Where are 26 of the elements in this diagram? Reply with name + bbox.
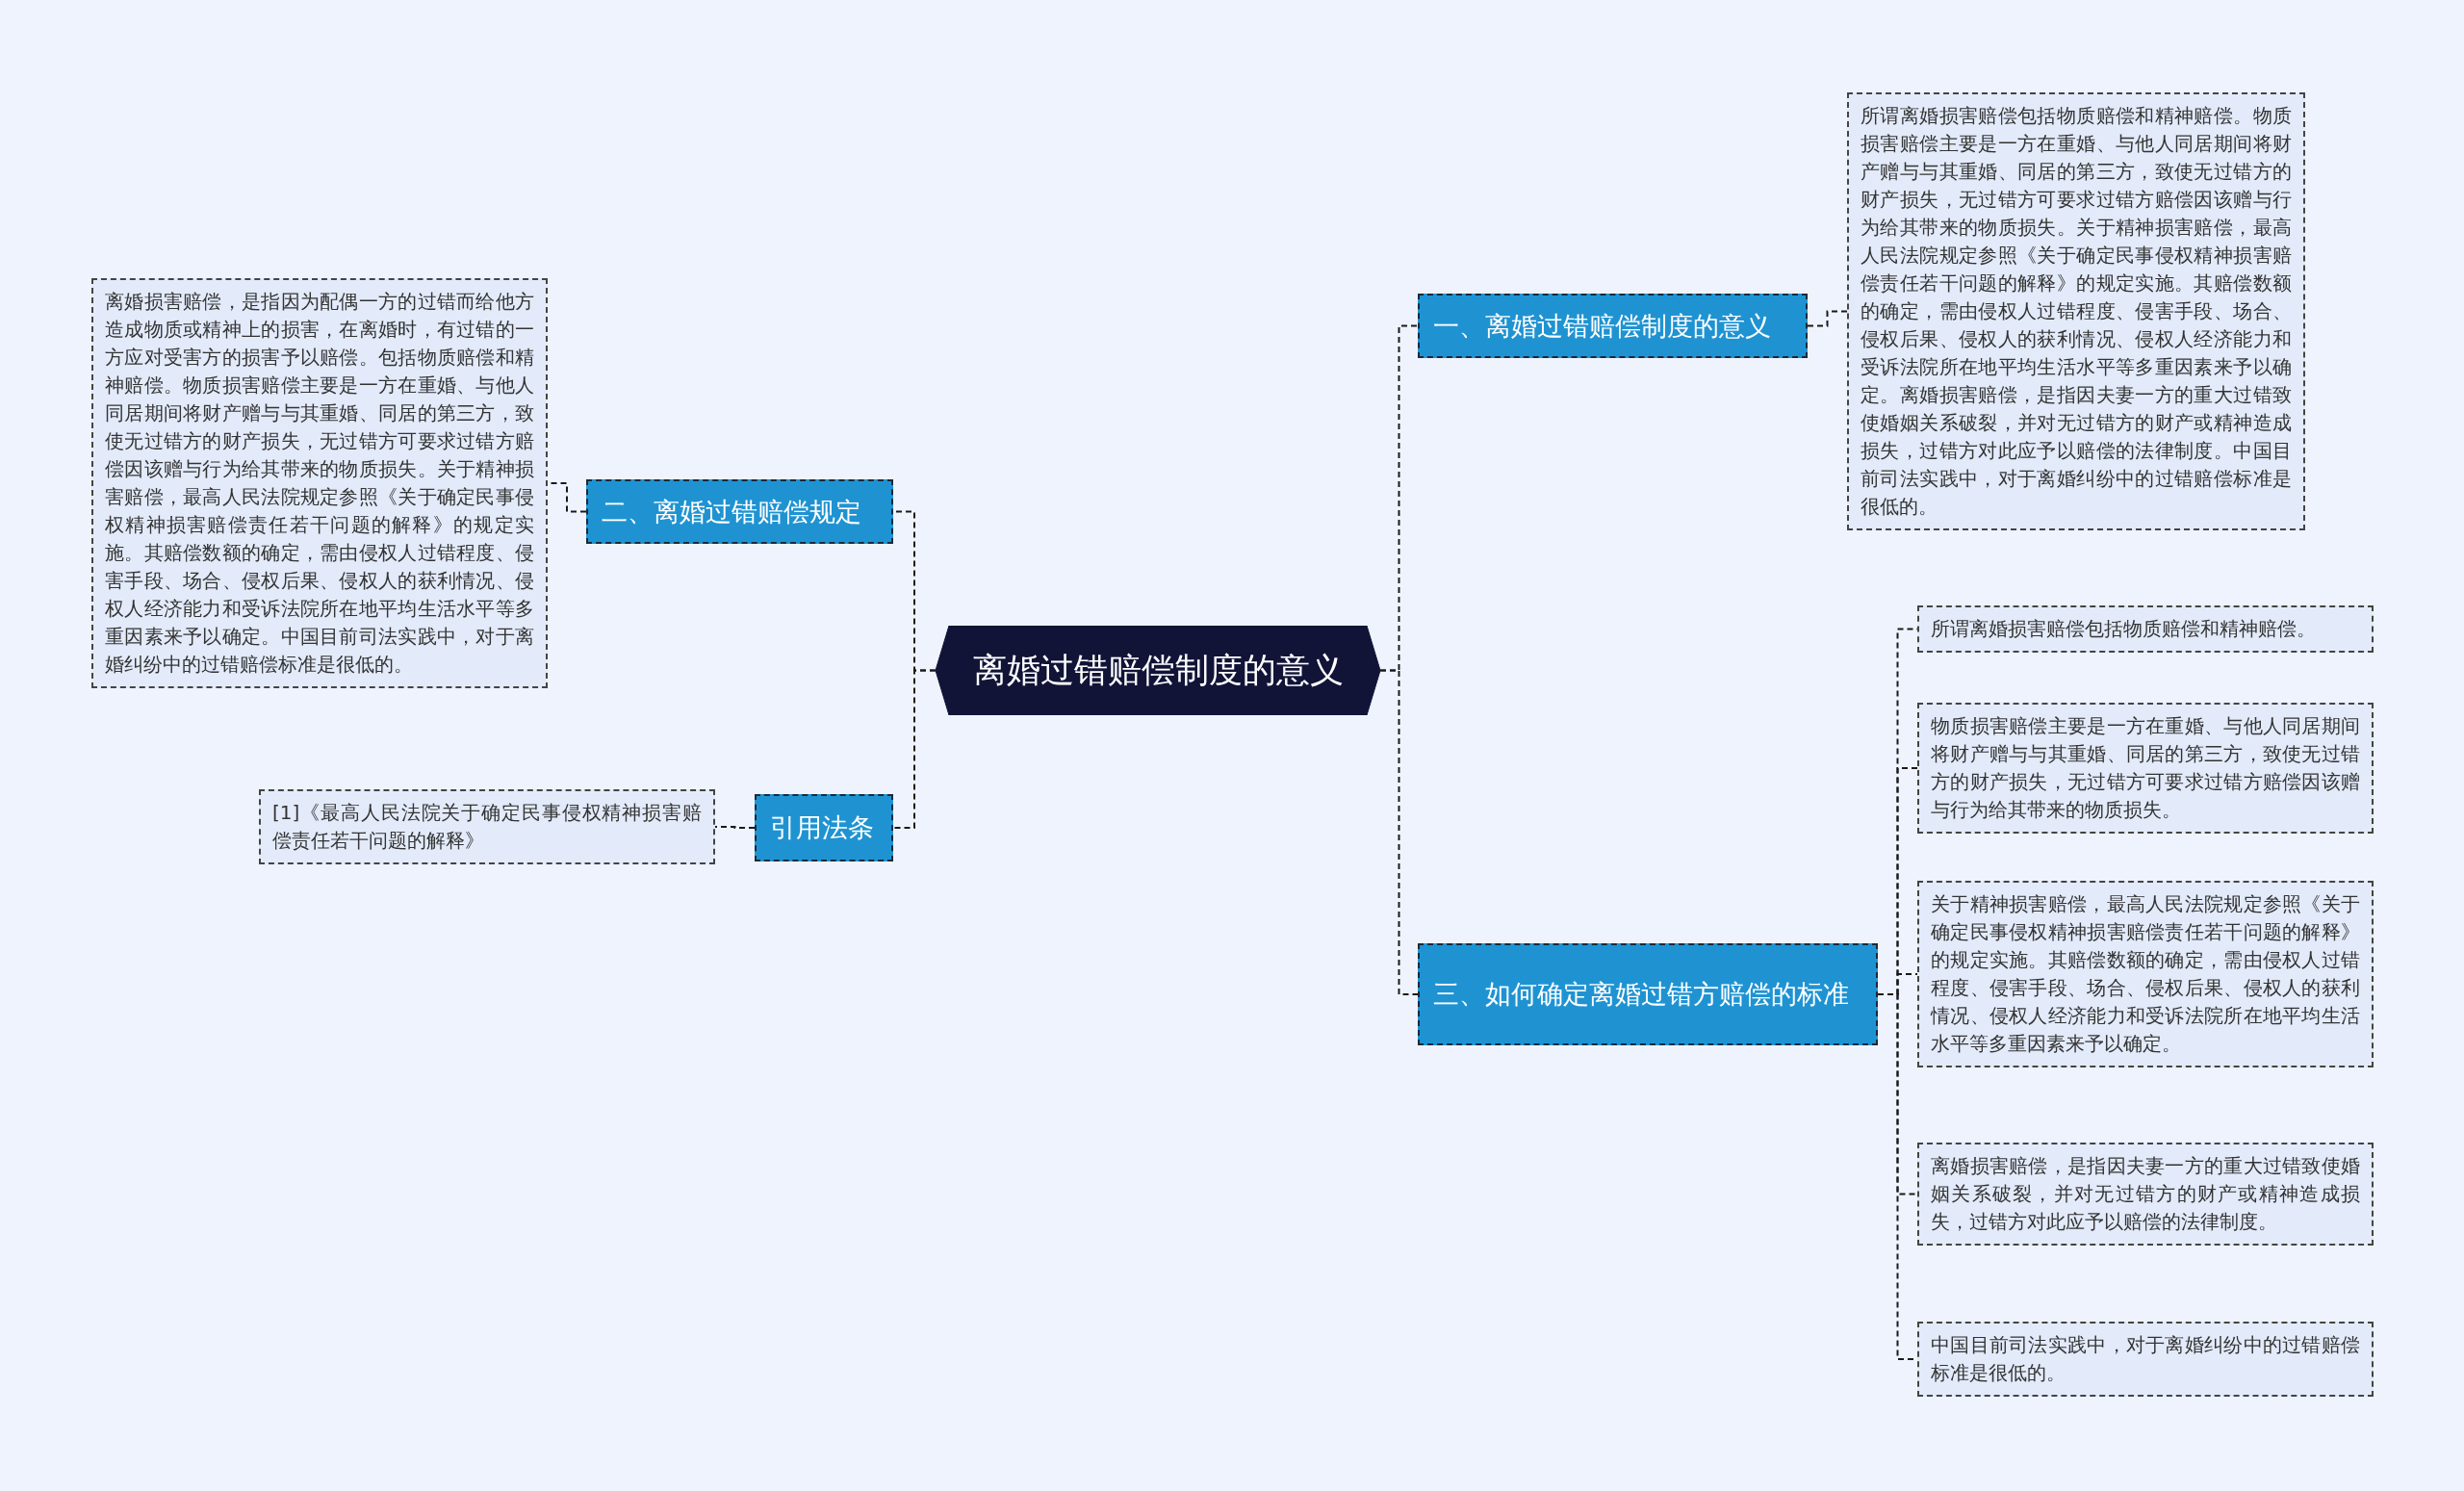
note-text: 关于精神损害赔偿，最高人民法院规定参照《关于确定民事侵权精神损害赔偿责任若干问题的解释》的规定实施。其赔偿数额的确定，需由侵权人过错程度、侵害手段、场合、侵权后果、侵权人的获利情况、侵权人经济能力和受诉法院所在地平均生活水平等多重因素来予以确定。: [1931, 891, 2360, 1057]
note-box: [1917, 1322, 2374, 1397]
topic-box: [1418, 294, 1808, 358]
note-text: [1]《最高人民法院关于确定民事侵权精神损害赔偿责任若干问题的解释》: [272, 800, 702, 854]
topic-label: 一、离婚过错赔偿制度的意义: [1433, 309, 1771, 343]
note-box: [1917, 703, 2374, 834]
topic-label: 三、如何确定离婚过错方赔偿的标准: [1433, 978, 1849, 1011]
topic-box: [755, 794, 893, 861]
note-box: [1917, 605, 2374, 653]
note-text: 所谓离婚损害赔偿包括物质赔偿和精神赔偿。: [1931, 616, 2317, 642]
note-box: [1917, 881, 2374, 1067]
note-text: 离婚损害赔偿，是指因为配偶一方的过错而给他方造成物质或精神上的损害，在离婚时，有过错的一方应对受害方的损害予以赔偿。包括物质赔偿和精神赔偿。物质损害赔偿主要是一方在重婚、与他人同居期间将财产赠与与其重婚、同居的第三方，致使无过错方的财产损失，无过错方可要求过错方赔偿因该赠与行为给其带来的物质损失。关于精神损害赔偿，最高人民法院规定参照《关于确定民事侵权精神损害赔偿责任若干问题的解释》的规定实施。其赔偿数额的确定，需由侵权人过错程度、侵害手段、场合、侵权后果、侵权人的获利情况、侵权人经济能力和受诉法院所在地平均生活水平等多重因素来予以确定。中国目前司法实践中，对于离婚纠纷中的过错赔偿标准是很低的。: [105, 289, 534, 678]
topic-title: 离婚过错赔偿制度的意义: [972, 650, 1344, 691]
topic-box: [586, 479, 893, 544]
connector-line: [1807, 310, 1848, 327]
note-text: 所谓离婚损害赔偿包括物质赔偿和精神赔偿。物质损害赔偿主要是一方在重婚、与他人同居期间将财产赠与与其重婚、同居的第三方，致使无过错方的财产损失，无过错方可要求过错方赔偿因该赠与行为给其带来的物质损失。关于精神损害赔偿，最高人民法院规定参照《关于确定民事侵权精神损害赔偿责任若干问题的解释》的规定实施。其赔偿数额的确定，需由侵权人过错程度、侵害手段、场合、侵权后果、侵权人的获利情况、侵权人经济能力和受诉法院所在地平均生活水平等多重因素来予以确定。离婚损害赔偿，是指因夫妻一方的重大过错致使婚姻关系破裂，并对无过错方的财产或精神造成损失，过错方对此应予以赔偿的法律制度。中国目前司法实践中，对于离婚纠纷中的过错赔偿标准是很低的。: [1861, 103, 2292, 520]
topic-label: 二、离婚过错赔偿规定: [602, 495, 861, 528]
note-text: 离婚损害赔偿，是指因夫妻一方的重大过错致使婚姻关系破裂，并对无过错方的财产或精神造成损失，过错方对此应予以赔偿的法律制度。: [1931, 1153, 2360, 1235]
connector-line: [1379, 669, 1419, 995]
connector-line: [892, 669, 937, 829]
note-box: [259, 789, 715, 864]
note-text: 物质损害赔偿主要是一方在重婚、与他人同居期间将财产赠与与其重婚、同居的第三方，致使无过错方的财产损失，无过错方可要求过错方赔偿因该赠与行为给其带来的物质损失。: [1931, 713, 2360, 823]
note-text: 中国目前司法实践中，对于离婚纠纷中的过错赔偿标准是很低的。: [1931, 1332, 2360, 1386]
topic-label: 引用法条: [770, 811, 874, 844]
note-box: [1917, 1143, 2374, 1246]
topic-box: [1418, 943, 1878, 1045]
